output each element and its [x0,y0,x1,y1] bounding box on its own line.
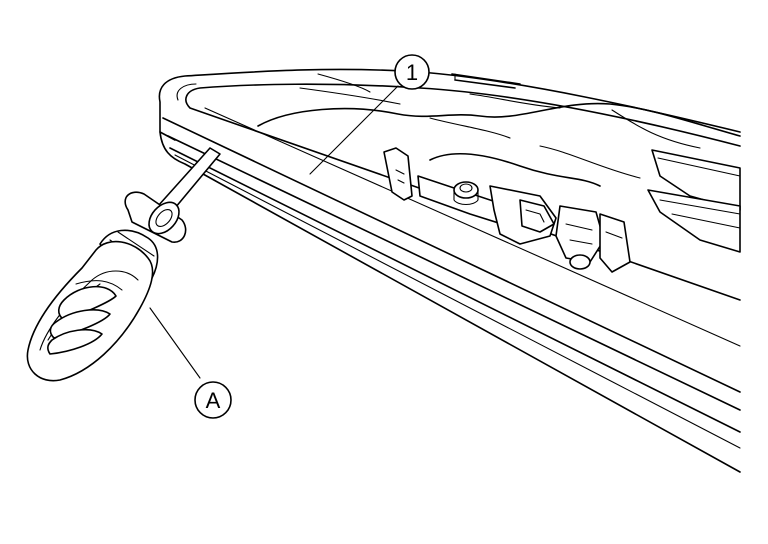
cowl-cover-panel [257,73,741,179]
right-side-structure [647,149,741,253]
leader-line-1 [309,85,399,175]
flat-blade-screwdriver [26,147,221,382]
leader-line-a [149,307,201,379]
callout-tool-a: A [194,381,232,419]
callout-a-label: A [206,388,221,413]
callout-1-label: 1 [406,60,418,85]
wiper-linkage-bracket [383,147,631,273]
cowl-top-garnish [158,68,741,473]
callout-part-1: 1 [394,54,430,90]
